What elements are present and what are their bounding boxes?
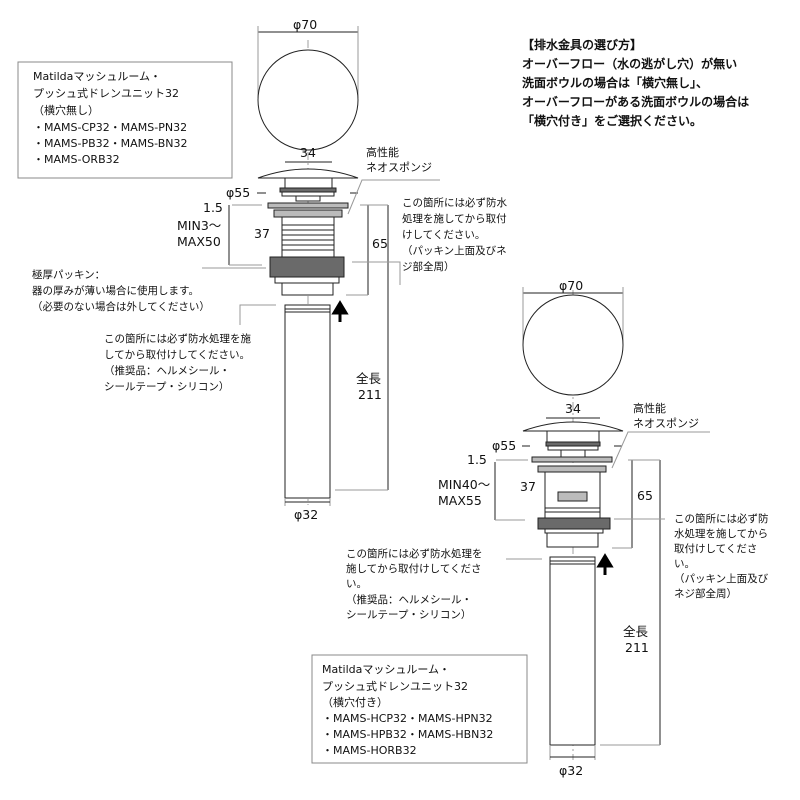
sponge-label: 高性能	[366, 145, 399, 159]
sponge-label: ネオスポンジ	[633, 417, 699, 430]
cap-top-view	[257, 49, 359, 151]
sponge-label: 高性能	[633, 401, 666, 415]
left-drain-assembly: φ70 34 φ55 1.5 MIN3〜 MAX50 37 φ32	[32, 17, 507, 522]
dim-total-value: 211	[625, 640, 649, 655]
overflow-hole	[557, 491, 588, 502]
dim-65: 65	[637, 488, 653, 503]
packing	[537, 517, 611, 530]
seal-note: この箇所には必ず防水	[402, 196, 507, 209]
packing-note: （必要のない場合は外してください）	[32, 300, 210, 313]
dim-plate: 1.5	[203, 200, 223, 215]
dim-total-label: 全長	[623, 624, 649, 639]
selection-guide: 【排水金具の選び方】 オーバーフロー（水の逃がし穴）が無い 洗面ボウルの場合は「…	[522, 37, 749, 128]
seal-note: い。	[674, 558, 695, 570]
tube-note: 施してから取付けしてくださ	[346, 562, 482, 575]
dim-tube: φ32	[559, 763, 583, 778]
tube-note: この箇所には必ず防水処理を	[346, 547, 483, 560]
dim-range-max: MAX55	[438, 493, 482, 508]
dim-body: 37	[520, 479, 536, 494]
guide-title: 【排水金具の選び方】	[522, 37, 642, 52]
tube-note: シールテープ・シリコン）	[104, 381, 229, 393]
seal-note: （パッキン上面及びネ	[402, 245, 507, 257]
model-text: プッシュ式ドレンユニット32	[33, 87, 179, 100]
seal-note: この箇所には必ず防	[674, 512, 769, 525]
flange-plate	[267, 202, 349, 209]
flange-plate	[531, 456, 613, 463]
seal-note: 水処理を施してから	[674, 527, 768, 540]
model-text: ・MAMS-HPB32・MAMS-HBN32	[322, 728, 493, 741]
tube-note: してから取付けしてください。	[104, 348, 250, 361]
guide-line: オーバーフローがある洗面ボウルの場合は	[522, 94, 749, 109]
arrow-up-icon	[331, 300, 349, 322]
neo-sponge	[537, 465, 607, 473]
tailpiece-tube	[284, 304, 331, 499]
dim-flange: φ55	[226, 185, 250, 200]
guide-line: オーバーフロー（水の逃がし穴）が無い	[522, 56, 737, 71]
tube-note: この箇所には必ず防水処理を施	[104, 332, 251, 345]
neo-sponge	[273, 209, 343, 218]
model-text: Matildaマッシュルーム・	[322, 663, 450, 676]
seal-note: 処理を施してから取付	[402, 212, 507, 225]
right-model-box: Matildaマッシュルーム・ プッシュ式ドレンユニット32 （横穴付き） ・M…	[311, 654, 528, 764]
tube-note: （推奨品：ヘルメシール・	[346, 593, 472, 606]
mushroom-cap	[522, 421, 624, 432]
tube-note: シールテープ・シリコン）	[346, 609, 471, 621]
dim-range-min: MIN3〜	[177, 218, 221, 233]
seal-note: （パッキン上面及び	[674, 573, 769, 585]
dim-plate: 1.5	[467, 452, 487, 467]
dim-65: 65	[372, 236, 388, 251]
packing-note: 極厚パッキン：	[32, 268, 105, 281]
dim-tube: φ32	[294, 507, 318, 522]
dim-stem: 34	[300, 145, 316, 160]
seal-note: けしてください。	[402, 229, 485, 241]
tailpiece-tube	[549, 556, 596, 746]
guide-line: 洗面ボウルの場合は「横穴無し」、	[522, 75, 708, 90]
model-text: ・MAMS-PB32・MAMS-BN32	[33, 137, 187, 150]
cap-top-view	[522, 294, 624, 396]
model-text: ・MAMS-HCP32・MAMS-HPN32	[322, 712, 493, 725]
dim-flange: φ55	[492, 438, 516, 453]
tube-note: い。	[346, 578, 367, 590]
mushroom-cap	[257, 168, 359, 179]
packing-note: 器の厚みが薄い場合に使用します。	[32, 284, 199, 297]
thick-packing	[269, 256, 345, 278]
seal-note: ネジ部全周）	[674, 587, 737, 600]
right-drain-assembly: φ70 34 φ55 1.5 MIN40〜 MAX55 37 φ32	[346, 278, 769, 778]
guide-line: 「横穴付き」をご選択ください。	[522, 113, 702, 128]
model-text: ・MAMS-CP32・MAMS-PN32	[33, 121, 187, 134]
dim-cap: φ70	[293, 17, 317, 32]
seal-note: ジ部全周）	[402, 260, 455, 273]
model-text: （横穴無し）	[33, 103, 99, 117]
dim-range-min: MIN40〜	[438, 477, 490, 492]
model-text: Matildaマッシュルーム・	[33, 70, 161, 83]
dim-body: 37	[254, 226, 270, 241]
dim-total-value: 211	[358, 387, 382, 402]
model-text: （横穴付き）	[322, 695, 388, 709]
tube-note: （推奨品：ヘルメシール・	[104, 364, 230, 377]
dim-cap: φ70	[559, 278, 583, 293]
dim-range-max: MAX50	[177, 234, 221, 249]
arrow-up-icon	[596, 553, 614, 575]
threaded-body	[281, 216, 335, 258]
model-text: ・MAMS-ORB32	[33, 153, 120, 166]
seal-note: 取付けしてくださ	[674, 542, 757, 555]
model-text: プッシュ式ドレンユニット32	[322, 680, 468, 693]
dim-total-label: 全長	[356, 371, 382, 386]
left-model-box: Matildaマッシュルーム・ プッシュ式ドレンユニット32 （横穴無し） ・M…	[17, 61, 233, 179]
model-text: ・MAMS-HORB32	[322, 744, 417, 757]
sponge-label: ネオスポンジ	[366, 161, 432, 174]
dim-stem: 34	[565, 401, 581, 416]
